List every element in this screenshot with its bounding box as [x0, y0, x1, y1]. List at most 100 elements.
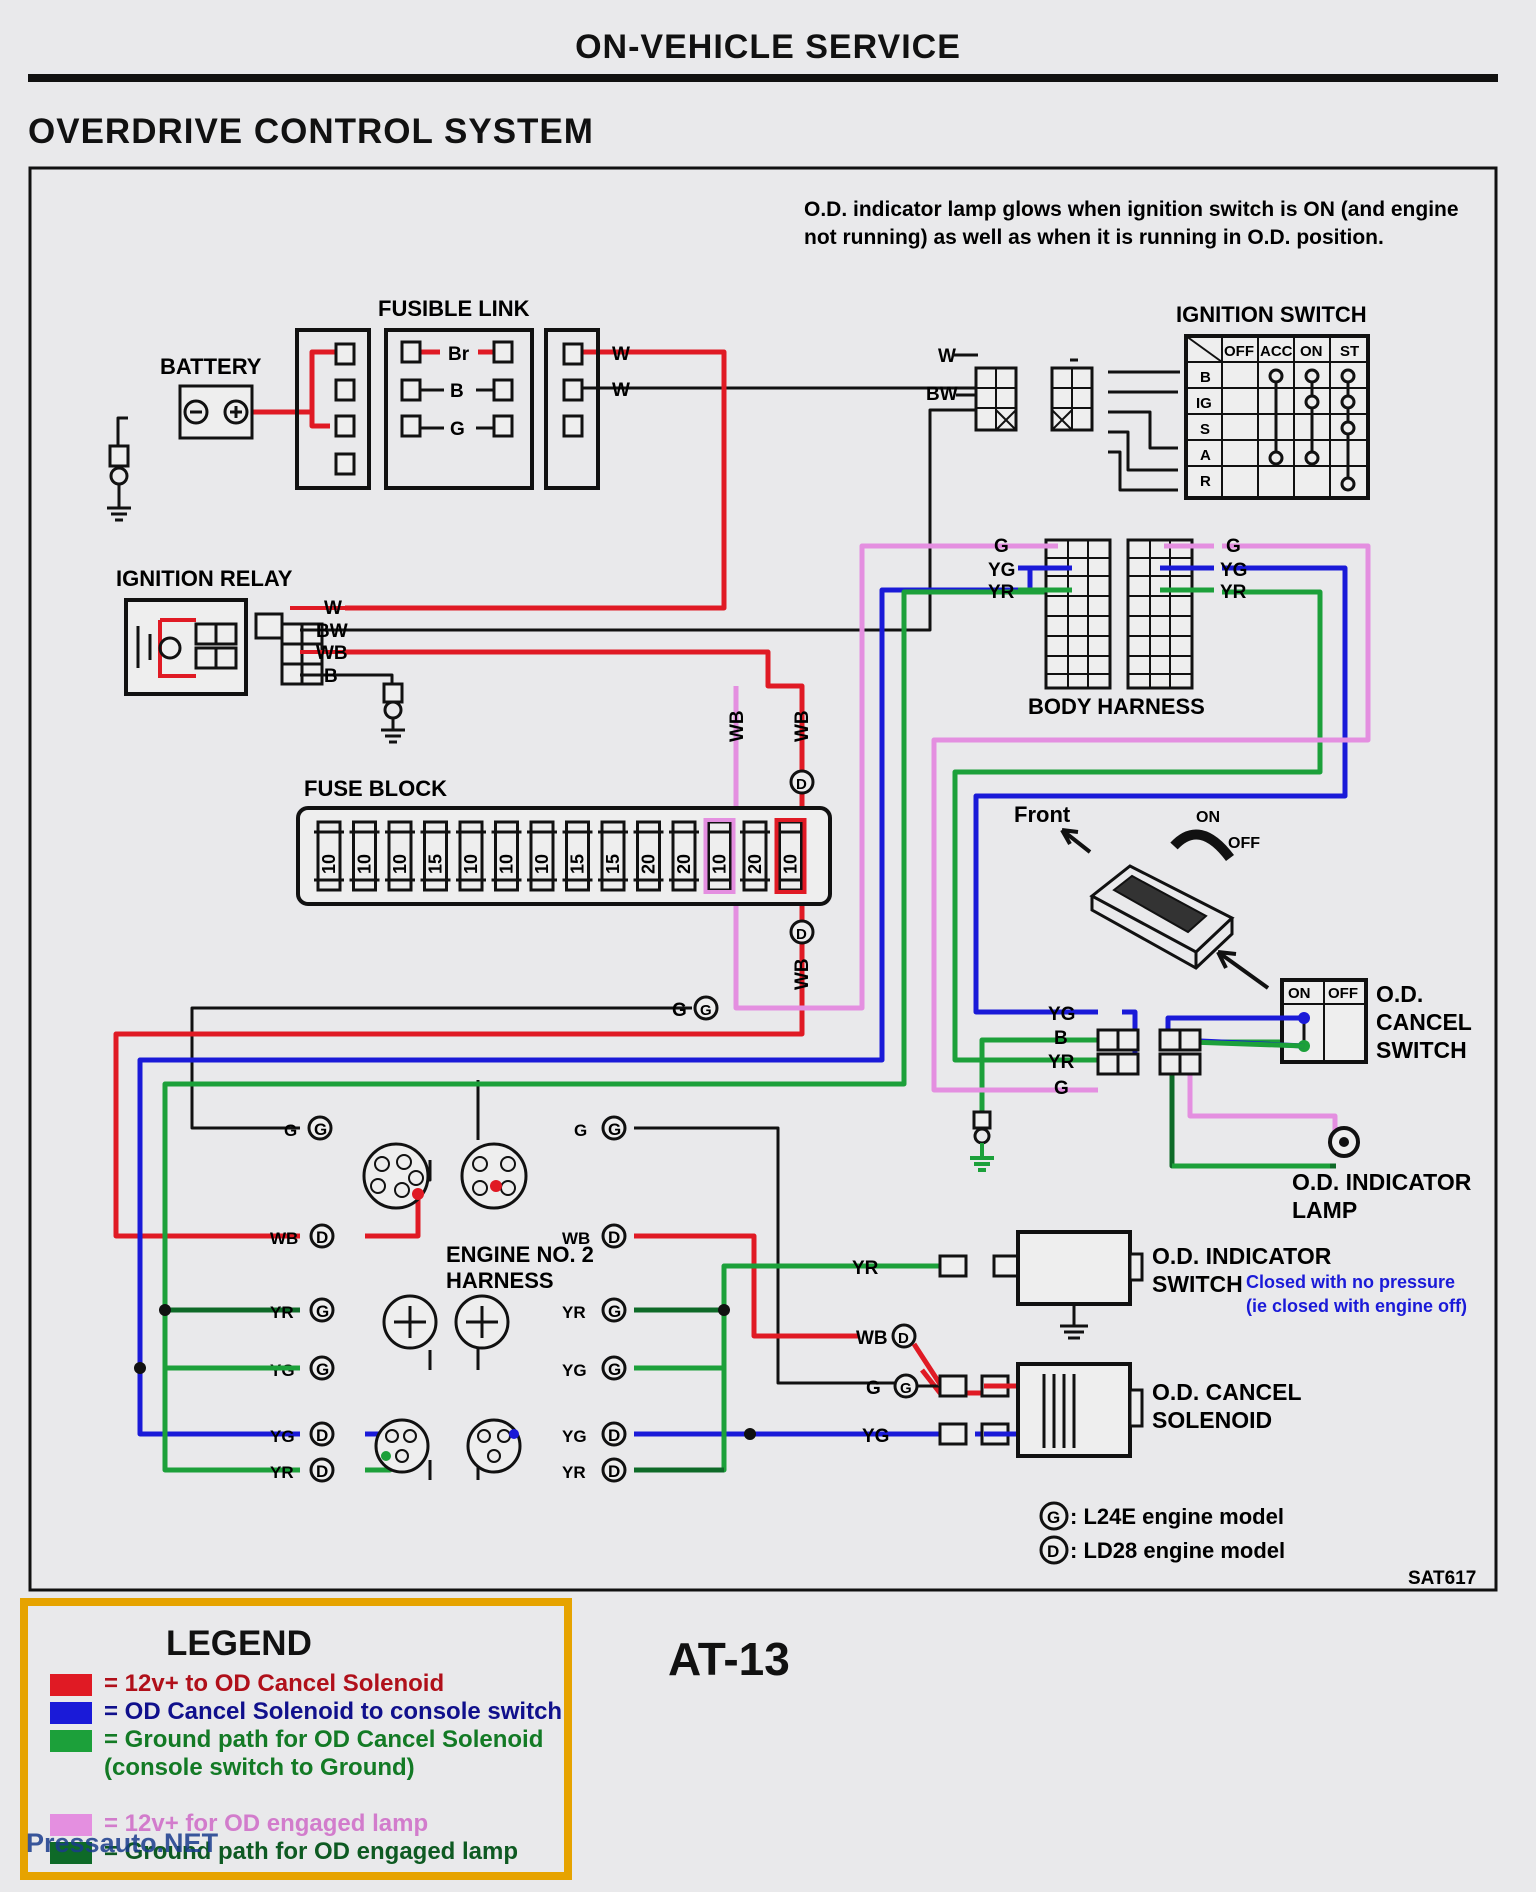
key-g-sym: G — [1047, 1508, 1060, 1527]
body-harness-connector-right — [1126, 538, 1194, 690]
fuse-value-13: 10 — [781, 854, 801, 874]
watermark: Pressauto.NET — [26, 1828, 219, 1858]
fuse-value-4: 10 — [461, 854, 481, 874]
console-switch-sketch — [1089, 864, 1235, 970]
fuse-9 — [636, 820, 661, 892]
eng-yr-l-sym: G — [316, 1302, 329, 1321]
fuse-value-1: 10 — [355, 854, 375, 874]
isw-row-2: S — [1200, 421, 1210, 438]
sol-g-sym: G — [900, 1380, 912, 1397]
fuse-0 — [316, 820, 342, 892]
key-d-text: : LD28 engine model — [1070, 1538, 1285, 1563]
key-d-sym: D — [1047, 1542, 1059, 1561]
fuse-value-12: 20 — [745, 854, 765, 874]
eng-wb-l-sym: D — [316, 1228, 328, 1247]
engine-connectors — [362, 1142, 528, 1474]
wb-vertical-1: WB — [727, 710, 748, 742]
ods-note-1: Closed with no pressure — [1246, 1272, 1455, 1292]
g-symbol-fuse: G — [700, 1002, 712, 1019]
key-g-text: : L24E engine model — [1070, 1504, 1284, 1529]
odsw-g: G — [1054, 1078, 1069, 1099]
fuse-highlight-13 — [774, 818, 807, 894]
legend-title: LEGEND — [166, 1624, 312, 1663]
isw-row-0: B — [1200, 369, 1211, 386]
legend-swatch-2 — [50, 1701, 92, 1724]
label-sol-1: O.D. CANCEL — [1152, 1379, 1302, 1405]
isw-row-3: A — [1200, 447, 1211, 464]
eng-yg2-l: YG — [270, 1427, 295, 1446]
label-fusible-link: FUSIBLE LINK — [378, 296, 530, 321]
fuse-1 — [352, 820, 377, 892]
bh-yr-r: YR — [1220, 582, 1247, 603]
fuse-value-2: 10 — [390, 854, 410, 874]
legend-swatch-5 — [50, 1813, 92, 1836]
label-ignition-relay: IGNITION RELAY — [116, 566, 293, 591]
bh-g-r: G — [1226, 536, 1241, 557]
label-ods-1: O.D. INDICATOR — [1152, 1243, 1332, 1269]
odsw-on: ON — [1288, 985, 1311, 1002]
fuse-8 — [600, 820, 626, 892]
ig-w: W — [938, 346, 956, 367]
fl-w2: W — [612, 380, 630, 401]
legend-item-6: = Ground path for OD engaged lamp — [50, 1838, 518, 1866]
label-odsw-3: SWITCH — [1376, 1037, 1467, 1063]
eng-wb-r-sym: D — [608, 1228, 620, 1247]
fuse-5 — [494, 820, 519, 892]
eng-yr-r-sym: G — [608, 1302, 621, 1321]
legend-text-4: (console switch to Ground) — [104, 1754, 415, 1781]
eng-yr2-r: YR — [562, 1463, 586, 1482]
legend-text-2: = OD Cancel Solenoid to console switch — [104, 1698, 563, 1725]
note-line-2: not running) as well as when it is runni… — [804, 226, 1384, 249]
eng-yr-l: YR — [270, 1303, 294, 1322]
fuse-value-6: 10 — [532, 854, 552, 874]
eng-yg-r-sym: G — [608, 1360, 621, 1379]
label-engine-harness-1: ENGINE NO. 2 — [446, 1242, 594, 1267]
d-symbol-fuse-top: D — [796, 776, 807, 793]
battery-ground — [107, 484, 131, 522]
eng-g-l-sym: G — [314, 1120, 327, 1139]
label-on: ON — [1196, 809, 1220, 826]
legend-text-3: = Ground path for OD Cancel Solenoid — [104, 1726, 544, 1753]
eng-g-r-sym: G — [608, 1120, 621, 1139]
eng-yg2-l-sym: D — [316, 1426, 328, 1445]
label-body-harness: BODY HARNESS — [1028, 694, 1205, 719]
sol-yg: YG — [862, 1426, 889, 1447]
legend-text-1: = 12v+ to OD Cancel Solenoid — [104, 1670, 445, 1697]
wires — [113, 349, 1371, 1480]
body-harness-connector-left — [1044, 538, 1112, 690]
relay-b: B — [324, 666, 338, 687]
label-ods-2: SWITCH — [1152, 1271, 1243, 1297]
fuse-g-label: G — [672, 1000, 687, 1021]
bh-g-l: G — [994, 536, 1009, 557]
legend-swatch-1 — [50, 1673, 92, 1696]
header-rule — [28, 74, 1498, 82]
fuse-7 — [565, 820, 590, 892]
fuse-value-10: 20 — [674, 854, 694, 874]
ref-code: SAT617 — [1408, 1568, 1476, 1589]
isw-col-3: ST — [1340, 343, 1359, 360]
eng-wb-l: WB — [270, 1229, 298, 1248]
legend-text-6: = Ground path for OD engaged lamp — [104, 1838, 519, 1865]
relay-ground — [381, 718, 405, 744]
bh-yr-l: YR — [988, 582, 1015, 603]
relay-w: W — [324, 598, 342, 619]
wb-vertical-2: WB — [792, 710, 813, 742]
fuse-value-9: 20 — [639, 854, 659, 874]
switch-harness-connector — [1096, 1028, 1202, 1076]
page-code: AT-13 — [668, 1633, 790, 1685]
sol-wb-sym: D — [898, 1330, 909, 1347]
label-odsw-2: CANCEL — [1376, 1009, 1472, 1035]
eng-yr-r: YR — [562, 1303, 586, 1322]
eng-wb-r: WB — [562, 1229, 590, 1248]
isw-col-1: ACC — [1260, 343, 1293, 360]
bh-yg-l: YG — [988, 560, 1015, 581]
battery-ground-connector — [108, 444, 130, 468]
eng-g-l: G — [284, 1121, 297, 1140]
eng-yg-l-sym: G — [316, 1360, 329, 1379]
label-battery: BATTERY — [160, 354, 262, 379]
isw-row-1: IG — [1196, 395, 1212, 412]
label-sol-2: SOLENOID — [1152, 1407, 1272, 1433]
isw-col-0: OFF — [1224, 343, 1254, 360]
fusible-link-connector-left — [295, 328, 371, 490]
